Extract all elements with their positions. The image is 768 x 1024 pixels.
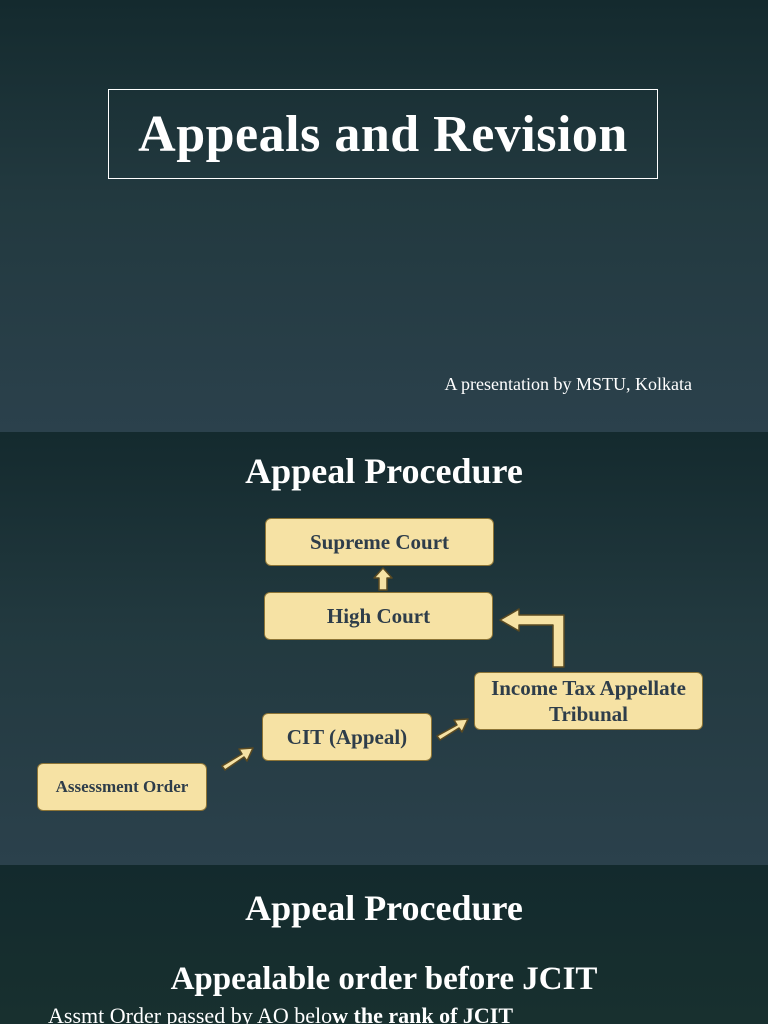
body-text-bold: w the rank of JCIT: [332, 1003, 514, 1024]
node-supreme-court: Supreme Court: [265, 518, 494, 566]
presentation-title: Appeals and Revision: [138, 105, 628, 163]
slide-heading: Appeal Procedure: [245, 451, 523, 491]
node-itat: Income Tax Appellate Tribunal: [474, 672, 703, 730]
node-cit-appeal-label: CIT (Appeal): [286, 724, 408, 749]
node-itat-label-line2: Tribunal: [549, 702, 628, 726]
arrow-ao-to-cit: [221, 747, 254, 771]
node-assessment-order-label: Assessment Order: [55, 777, 189, 797]
node-cit-appeal: CIT (Appeal): [262, 713, 432, 761]
presentation-subtitle: A presentation by MSTU, Kolkata: [444, 374, 692, 394]
node-supreme-court-label: Supreme Court: [309, 529, 450, 554]
node-itat-label-line1: Income Tax Appellate: [491, 675, 686, 700]
node-high-court: High Court: [264, 592, 493, 640]
arrow-high-to-supreme: [373, 567, 393, 591]
node-assessment-order: Assessment Order: [37, 763, 207, 811]
slide-appealable-orders: Appeal Procedure Appealable order before…: [0, 865, 768, 1024]
title-frame: Appeals and Revision: [108, 89, 658, 179]
slide-title: Appeals and Revision A presentation by M…: [0, 0, 768, 432]
arrow-cit-to-itat: [436, 718, 469, 741]
arrow-itat-to-high-court: [499, 608, 565, 668]
node-high-court-label: High Court: [326, 603, 431, 628]
slide-heading: Appeal Procedure: [245, 888, 523, 928]
slide-subheading: Appealable order before JCIT: [170, 961, 598, 997]
body-text-normal: Assmt Order passed by AO belo: [48, 1003, 333, 1024]
body-text-line: Assmt Order passed by AO below the rank …: [48, 1003, 513, 1024]
slide-appeal-procedure-flow: Appeal Procedure Supreme Court High Cour…: [0, 432, 768, 865]
